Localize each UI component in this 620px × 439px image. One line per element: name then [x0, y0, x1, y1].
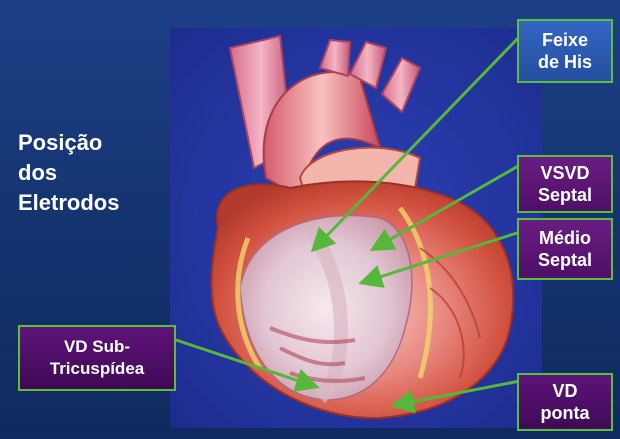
slide-title: Posição dos Eletrodos [18, 128, 168, 218]
arrow-vd-ponta [396, 381, 520, 405]
arrow-vsvd-septal [375, 165, 520, 248]
label-feixe-his: Feixe de His [517, 19, 613, 83]
arrow-vd-sub-tricuspidea [176, 340, 314, 386]
label-vd-ponta: VD ponta [517, 373, 613, 431]
label-medio-septal: Médio Septal [517, 218, 613, 280]
label-vsvd-septal: VSVD Septal [517, 155, 613, 213]
label-vd-sub-tricuspidea: VD Sub- Tricuspídea [18, 325, 176, 391]
arrow-feixe-his [315, 34, 522, 248]
